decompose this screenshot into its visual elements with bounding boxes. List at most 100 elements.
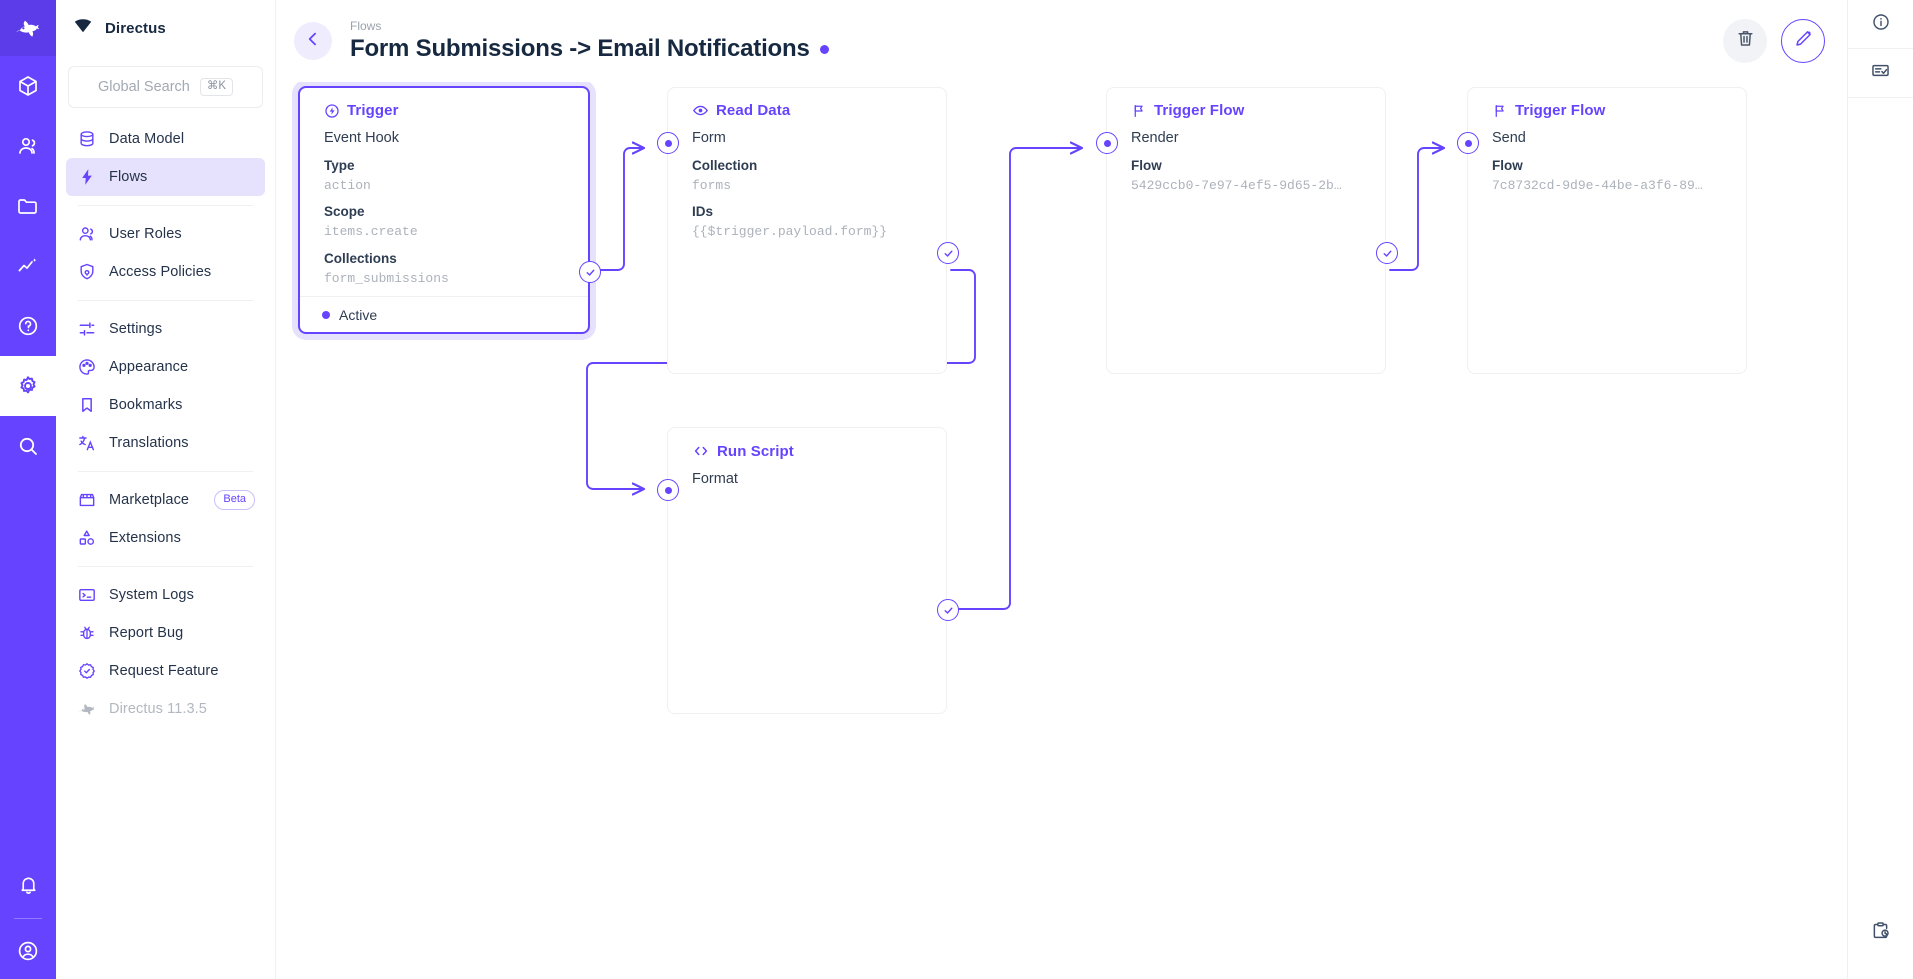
module-button-content[interactable] [0, 56, 56, 116]
code-icon [692, 442, 710, 460]
flow-logs-button[interactable] [1848, 909, 1913, 957]
terminal-icon [76, 585, 97, 606]
sidebar-item-bookmarks[interactable]: Bookmarks [66, 386, 265, 424]
flow-node-trigger-flow-send[interactable]: Trigger Flow Send Flow 7c8732cd-9d9e-44b… [1457, 87, 1747, 374]
handle-dot [1464, 139, 1472, 147]
user-circle-icon [16, 939, 40, 963]
node-header: Read Data [668, 88, 946, 119]
node-primary-label: Render [1131, 130, 1179, 146]
sidebar-item-label: System Logs [109, 587, 194, 603]
flow-node-read-data[interactable]: Read Data Form Collection forms IDs {{$t… [657, 87, 959, 374]
read-data-input-handle[interactable] [657, 132, 679, 154]
module-button-file-library[interactable] [0, 176, 56, 236]
active-status-dot [322, 310, 330, 319]
module-button-notifications[interactable] [0, 854, 56, 914]
sidebar-item-label: Data Model [109, 131, 185, 147]
sidebar-item-label: Request Feature [109, 663, 219, 679]
palette-icon [76, 357, 97, 378]
edit-flow-button[interactable] [1781, 19, 1825, 63]
sidebar-item-data-model[interactable]: Data Model [66, 120, 265, 158]
module-button-user-directory[interactable] [0, 116, 56, 176]
sidebar-item-system-logs[interactable]: System Logs [66, 576, 265, 614]
info-circle-icon [1871, 12, 1891, 37]
sidebar-item-report-bug[interactable]: Report Bug [66, 614, 265, 652]
read-data-resolve-handle[interactable] [937, 242, 959, 264]
trigger-flow-render-input-handle[interactable] [1096, 132, 1118, 154]
trash-icon [1735, 28, 1756, 54]
active-status-text: Active [339, 306, 378, 323]
storefront-icon [76, 490, 97, 511]
page-title: Form Submissions -> Email Notifications [350, 35, 810, 63]
sliders-icon [76, 319, 97, 340]
right-rail-divider [1847, 48, 1913, 49]
node-body: Event Hook Type action Scope items.creat… [300, 119, 588, 289]
folder-icon [16, 194, 40, 218]
sidebar-item-label: Directus 11.3.5 [109, 701, 207, 717]
sidebar-item-label: Report Bug [109, 625, 184, 641]
handle-dot [664, 139, 672, 147]
directus-diamond-icon [72, 15, 94, 42]
node-body: Send Flow 7c8732cd-9d9e-44be-a3f6-89… [1468, 119, 1746, 196]
module-button-insights[interactable] [0, 236, 56, 296]
node-primary-label: Send [1492, 130, 1526, 146]
translate-icon [76, 433, 97, 454]
node-body: Form Collection forms IDs {{$trigger.pay… [668, 119, 946, 243]
bell-icon [17, 873, 40, 896]
sidebar-nav-list: Data Model Flows User Roles [56, 116, 275, 728]
field-label: Collection [692, 157, 758, 173]
node-header: Trigger Flow [1468, 88, 1746, 119]
trigger-flow-send-input-handle[interactable] [1457, 132, 1479, 154]
module-button-account[interactable] [0, 923, 56, 979]
field-value: {{$trigger.payload.form}} [692, 224, 888, 240]
sidebar-item-extensions[interactable]: Extensions [66, 519, 265, 557]
info-sidebar-button[interactable] [1848, 0, 1913, 48]
checklist-icon [1870, 60, 1891, 86]
field-value: action [324, 178, 371, 193]
status-badge [819, 44, 829, 54]
right-rail-divider [1847, 97, 1913, 98]
gear-icon [16, 374, 40, 398]
activity-log-button[interactable] [1848, 49, 1913, 97]
box-icon [16, 74, 40, 98]
back-button[interactable] [294, 22, 332, 60]
flow-node-trigger-flow-render[interactable]: Trigger Flow Render Flow 5429ccb0-7e97-4… [1096, 87, 1398, 374]
handle-dot [664, 486, 672, 494]
flow-canvas[interactable]: Trigger Event Hook Type action Scope ite… [276, 82, 1847, 979]
sidebar-item-marketplace[interactable]: Marketplace Beta [66, 481, 265, 519]
flow-node-run-script[interactable]: Run Script Format [657, 427, 959, 714]
module-button-docs[interactable] [0, 296, 56, 356]
run-script-resolve-handle[interactable] [937, 599, 959, 621]
sidebar-brand[interactable]: Directus [56, 0, 275, 56]
clipboard-clock-icon [1870, 920, 1891, 946]
global-search-placeholder: Global Search [97, 79, 190, 95]
flag-icon [1492, 103, 1508, 119]
node-primary-label: Form [692, 130, 726, 146]
module-button-search[interactable] [0, 416, 56, 476]
directus-logo-button[interactable] [0, 0, 56, 56]
database-icon [76, 129, 97, 150]
module-button-settings[interactable] [0, 356, 56, 416]
trigger-flow-render-resolve-handle[interactable] [1376, 242, 1398, 264]
delete-flow-button[interactable] [1723, 19, 1767, 63]
global-search-input[interactable]: Global Search ⌘K [68, 66, 263, 108]
sidebar-item-user-roles[interactable]: User Roles [66, 215, 265, 253]
sidebar-item-settings[interactable]: Settings [66, 310, 265, 348]
sidebar-item-request-feature[interactable]: Request Feature [66, 652, 265, 690]
sidebar-item-access-policies[interactable]: Access Policies [66, 253, 265, 291]
module-rail [0, 0, 56, 979]
rail-divider [14, 918, 42, 919]
node-primary-label: Format [692, 471, 738, 487]
sidebar-item-flows[interactable]: Flows [66, 158, 265, 196]
sidebar-item-translations[interactable]: Translations [66, 424, 265, 462]
trigger-resolve-handle[interactable] [579, 261, 601, 283]
main-area: Flows Form Submissions -> Email Notifica… [276, 0, 1847, 979]
sidebar-item-appearance[interactable]: Appearance [66, 348, 265, 386]
marketplace-beta-badge: Beta [214, 490, 255, 510]
flow-node-trigger[interactable]: Trigger Event Hook Type action Scope ite… [298, 86, 601, 334]
node-body: Format [668, 460, 946, 491]
run-script-input-handle[interactable] [657, 479, 679, 501]
breadcrumb[interactable]: Flows [350, 18, 382, 33]
bookmark-icon [76, 395, 97, 416]
sidebar-divider [78, 300, 253, 301]
